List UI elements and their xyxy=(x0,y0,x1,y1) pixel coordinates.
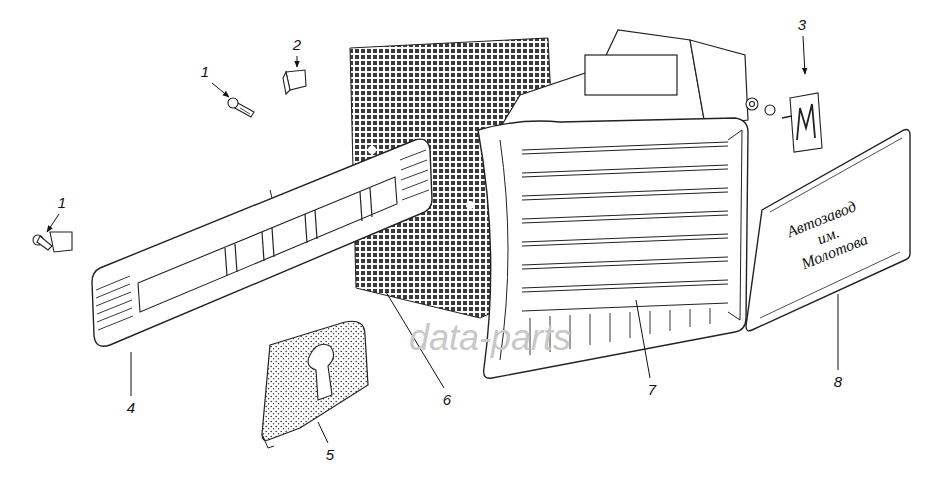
screw xyxy=(228,98,254,117)
callout-number: 3 xyxy=(798,17,806,34)
clip xyxy=(50,232,72,252)
clip xyxy=(283,70,306,94)
callout-number: 1 xyxy=(58,195,66,212)
callout-number: 1 xyxy=(201,64,209,81)
callout-number: 2 xyxy=(293,37,301,54)
grille-frame xyxy=(500,30,748,128)
leader-lines xyxy=(47,36,838,443)
watermark: data-parts xyxy=(409,318,571,358)
felt-pad xyxy=(262,321,368,448)
name-plate xyxy=(746,130,910,331)
callout-number: 6 xyxy=(443,392,451,409)
callout-number: 5 xyxy=(326,447,334,464)
emblem xyxy=(746,93,822,152)
plate-inscription: Автозавод им. Молотова xyxy=(775,193,880,276)
callout-number: 7 xyxy=(648,382,656,399)
callout-number: 4 xyxy=(127,400,135,417)
moulding-bar xyxy=(92,139,432,346)
screw xyxy=(33,235,52,250)
callout-number: 8 xyxy=(834,374,842,391)
